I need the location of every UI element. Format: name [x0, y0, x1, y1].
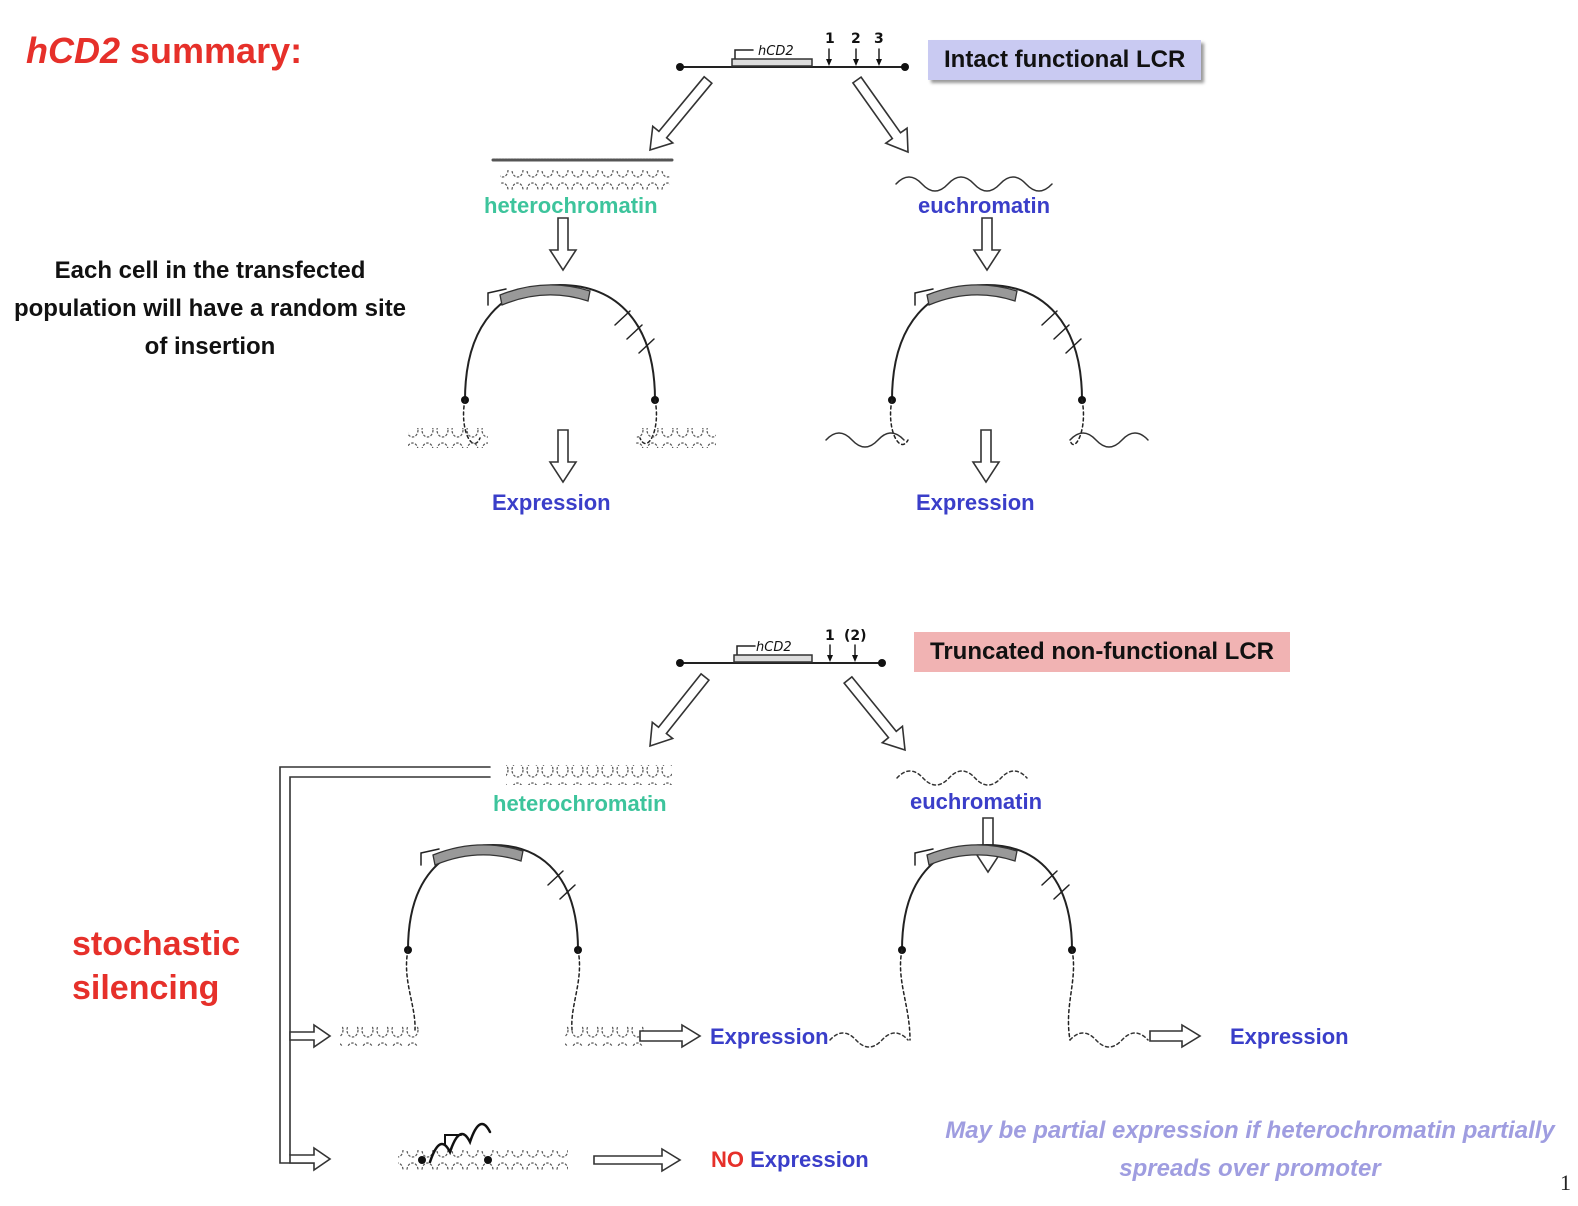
top-construct-site-arrow-2-head: [853, 59, 859, 66]
top-left-branch-arrow: [649, 75, 713, 152]
top-construct-site-arrow-3-head: [876, 59, 882, 66]
top-construct-gene-box: [731, 58, 813, 67]
bottom-left-loop-left-tail: [405, 949, 416, 1031]
top-right-loop-site-1: [1041, 310, 1058, 326]
bottom-right-expression: Expression: [1230, 1024, 1349, 1049]
bottom-right-branch-arrow: [842, 675, 906, 752]
bottom-heterochromatin-label: heterochromatin: [493, 791, 667, 816]
top-right-down-arrow: [972, 217, 1002, 272]
top-right-loop-site-2: [1053, 324, 1070, 340]
silenced-dot-left: [418, 1156, 426, 1164]
bottom-euchromatin-wave: [896, 770, 1028, 786]
bottom-left-loop-site-1: [547, 870, 564, 886]
top-right-wave-right: [1069, 432, 1149, 448]
top-heterochromatin-label: heterochromatin: [484, 193, 658, 218]
bottom-right-wave-right: [1069, 1032, 1149, 1048]
top-right-wave-left: [825, 432, 905, 448]
intact-lcr-box: Intact functional LCR: [928, 40, 1202, 80]
bottom-construct-gene-box: [733, 654, 813, 663]
bottom-left-coil-right: [565, 1026, 645, 1046]
silenced-arrow: [593, 1147, 682, 1173]
bottom-heterochromatin-coil: [506, 765, 672, 785]
top-right-loop-arc: [891, 283, 1083, 401]
top-right-branch-arrow: [851, 75, 909, 154]
bottom-construct-right-end: [878, 659, 886, 667]
top-construct-site-arrow-1-head: [826, 59, 832, 66]
top-right-loop-gene: [926, 284, 1018, 306]
top-right-loop-left-tail: [889, 399, 909, 446]
insertion-note: Each cell in the transfected population …: [13, 257, 407, 360]
bottom-gene-label: hCD2: [756, 640, 792, 655]
no-expression-label: NO Expression: [711, 1147, 869, 1173]
top-gene-label: hCD2: [758, 44, 794, 59]
top-right-loop-right-tail: [1069, 399, 1085, 446]
top-left-loop-site-3: [638, 338, 655, 354]
stochastic-silencing-label: stochastic silencing: [72, 925, 241, 1007]
bottom-site-1: 1: [825, 628, 835, 644]
title-gene: hCD2: [26, 30, 121, 71]
bottom-euchromatin-label: euchromatin: [910, 789, 1043, 814]
top-left-coil-right: [636, 428, 716, 448]
top-site-1: 1: [825, 31, 835, 47]
top-left-loop-gene: [499, 284, 591, 306]
bottom-left-loop-site-2: [559, 884, 576, 900]
top-euchromatin-wave: [895, 176, 1053, 192]
silenced-promoter: [444, 1134, 462, 1146]
bracket-middle-arrow: [289, 1023, 332, 1049]
bottom-left-expr-arrow: [639, 1023, 702, 1049]
top-construct-right-end: [901, 63, 909, 71]
bottom-left-loop-promoter: [420, 848, 440, 866]
top-left-coil-left: [408, 428, 488, 448]
bottom-right-loop-left-tail: [899, 949, 911, 1041]
bottom-construct-site-arrow-1-head: [827, 655, 833, 662]
top-right-expr-arrow: [971, 429, 1001, 484]
top-left-loop-site-1: [614, 310, 631, 326]
top-heterochromatin-coil: [500, 170, 670, 190]
no-prefix: NO: [711, 1147, 744, 1172]
top-left-loop-arc: [464, 283, 656, 401]
bottom-right-loop-promoter: [914, 848, 934, 866]
bottom-right-loop-gene: [926, 844, 1018, 866]
top-site-3: 3: [874, 31, 884, 47]
top-right-loop-site-3: [1065, 338, 1082, 354]
bottom-construct-site-arrow-2-head: [852, 655, 858, 662]
bottom-construct-promoter-arrow: [736, 645, 756, 655]
top-right-expression: Expression: [916, 490, 1035, 515]
bottom-middle-expression: Expression: [710, 1024, 829, 1049]
top-site-2: 2: [851, 31, 861, 47]
truncated-lcr-box: Truncated non-functional LCR: [914, 632, 1290, 672]
bracket-inner: [289, 776, 491, 1156]
partial-expression-note: May be partial expression if heterochrom…: [945, 1117, 1555, 1182]
silenced-dot-right: [484, 1156, 492, 1164]
silenced-coil: [398, 1150, 568, 1170]
bottom-left-loop-gene: [432, 844, 524, 866]
bracket-bottom-arrow: [289, 1146, 332, 1172]
bottom-left-coil-left: [340, 1026, 420, 1046]
top-left-loop-site-2: [626, 324, 643, 340]
title-rest: summary:: [120, 30, 303, 71]
bottom-left-branch-arrow: [649, 672, 711, 748]
bottom-right-loop-site-1: [1041, 870, 1058, 886]
no-expression-suffix: Expression: [750, 1147, 869, 1172]
top-construct-left-end: [676, 63, 684, 71]
bottom-left-loop-right-tail: [571, 949, 581, 1031]
top-euchromatin-label: euchromatin: [918, 193, 1051, 218]
bottom-right-expr-arrow: [1149, 1023, 1202, 1049]
bottom-right-loop-site-2: [1053, 884, 1070, 900]
bottom-right-loop-right-tail: [1067, 949, 1075, 1041]
top-left-down-arrow: [548, 217, 578, 272]
top-left-loop-promoter: [487, 288, 507, 306]
page-number: 1: [1560, 1170, 1571, 1195]
bottom-site-2: (2): [844, 628, 867, 644]
top-right-loop-promoter: [914, 288, 934, 306]
bottom-construct-left-end: [676, 659, 684, 667]
top-construct-promoter-arrow: [734, 49, 754, 59]
page-title: hCD2 summary:: [26, 30, 302, 72]
top-left-expression: Expression: [492, 490, 611, 515]
bottom-right-wave-left: [829, 1032, 909, 1048]
top-left-expr-arrow: [548, 429, 578, 484]
